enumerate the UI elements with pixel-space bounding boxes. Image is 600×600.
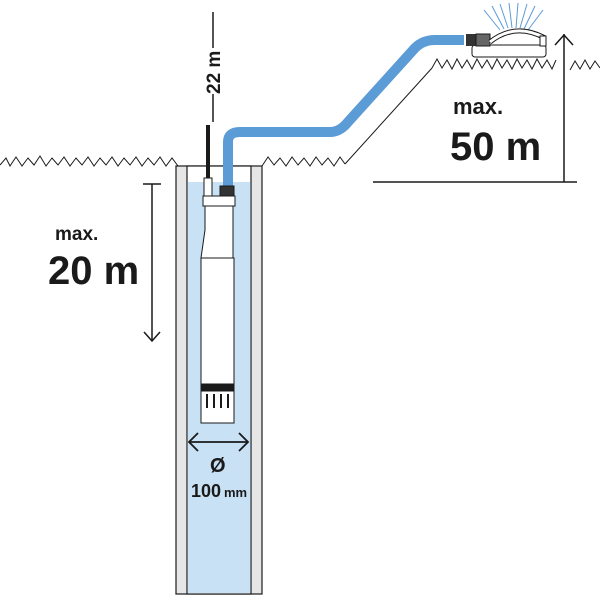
- diameter-value: 100: [191, 481, 221, 501]
- depth-prefix: max.: [55, 224, 98, 245]
- sprinkler: [466, 2, 547, 58]
- diameter-unit: mm: [224, 485, 247, 500]
- cable-length-label: 22 m: [204, 51, 225, 94]
- height-value: 50 m: [450, 125, 541, 169]
- diameter-arrow: [187, 432, 250, 452]
- ground-grass: [0, 57, 600, 167]
- height-arrow: [373, 33, 577, 183]
- height-prefix: max.: [453, 94, 503, 119]
- depth-arrow: [143, 183, 161, 343]
- submersible-pump: [200, 185, 236, 424]
- depth-value: 20 m: [48, 249, 139, 293]
- diameter-symbol: Ø: [210, 455, 226, 477]
- water-spray: [483, 2, 544, 31]
- garden-hose: [223, 35, 464, 186]
